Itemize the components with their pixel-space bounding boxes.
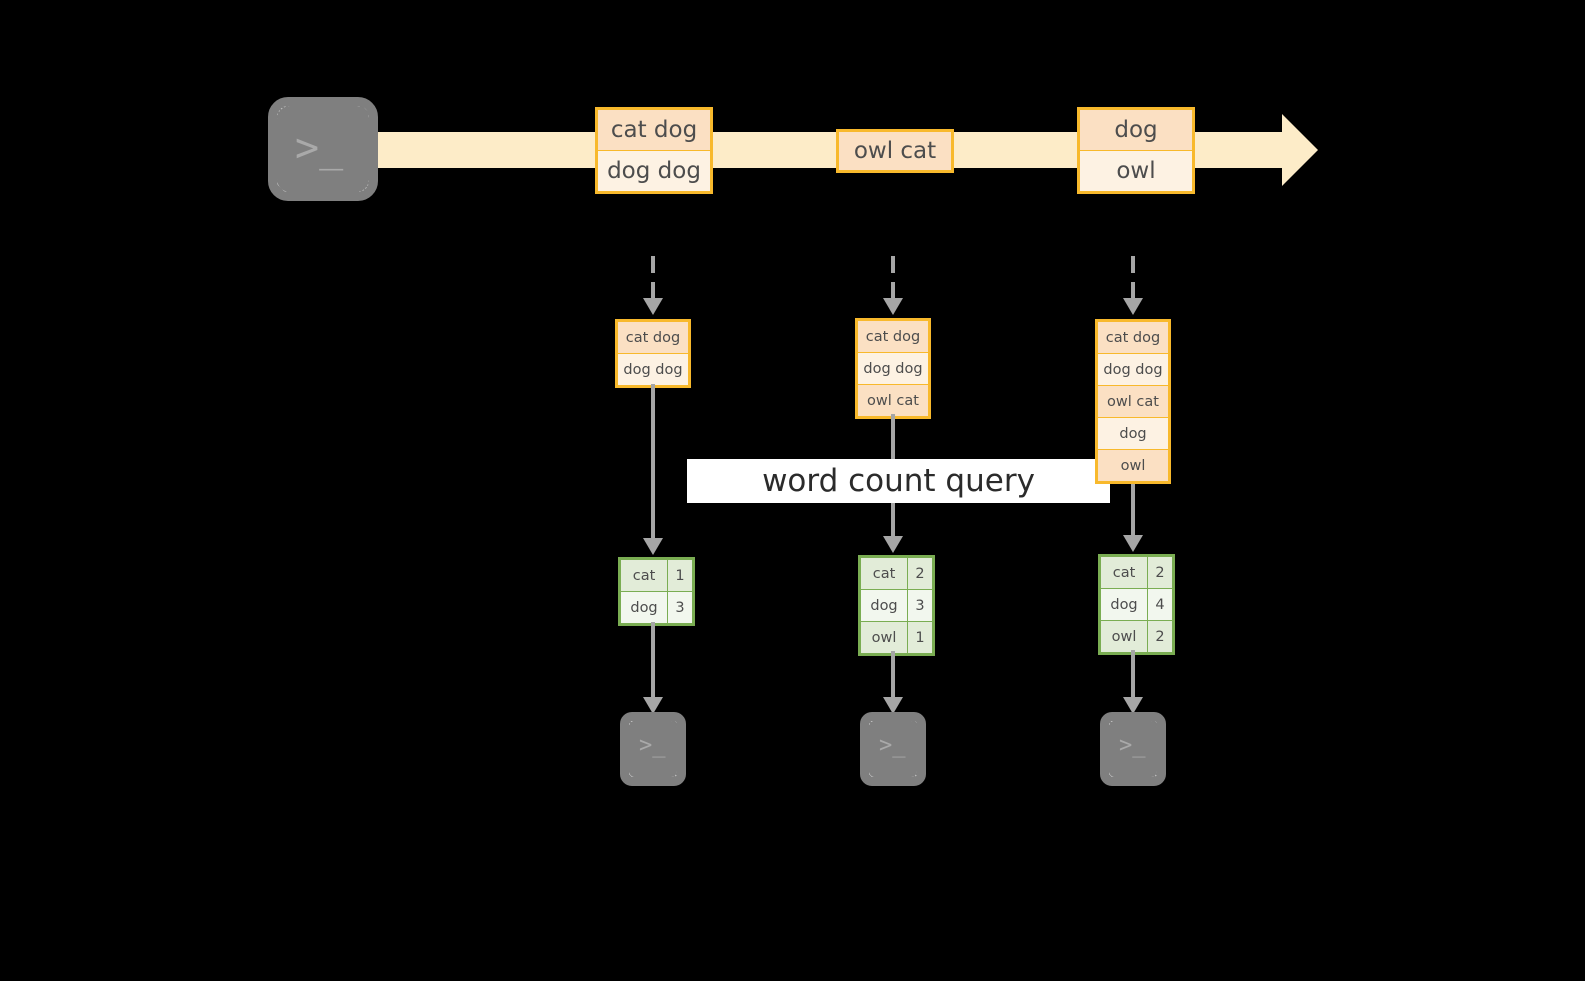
table-row: owl 2	[1101, 620, 1172, 652]
result-count: 1	[907, 622, 932, 653]
result-count: 3	[907, 590, 932, 621]
snapshot-3-sink-arrow-head	[1123, 697, 1143, 714]
query-label-band: word count query	[687, 459, 1110, 503]
snapshot-1-sink-arrow-line	[651, 622, 655, 699]
snapshot-3-result-table[interactable]: cat 2 dog 4 owl 2	[1098, 554, 1175, 655]
result-word: owl	[1101, 621, 1147, 652]
terminal-prompt-glyph: >_	[639, 733, 666, 758]
table-row: dog 4	[1101, 588, 1172, 620]
table-row: owl 1	[861, 621, 932, 653]
terminal-prompt-glyph: >_	[1119, 733, 1146, 758]
snapshot-1-input-table[interactable]: cat dog dog dog	[615, 319, 691, 388]
record-line: dog dog	[598, 150, 710, 191]
snapshot-1-query-arrow-line	[651, 384, 655, 540]
snapshot-2-query-arrow-head	[883, 536, 903, 553]
result-count: 4	[1147, 589, 1172, 620]
table-row: dog 3	[861, 589, 932, 621]
result-word: cat	[621, 560, 667, 591]
snapshot-2-sink-arrow-head	[883, 697, 903, 714]
terminal-prompt-glyph: >_	[295, 125, 344, 171]
snapshot-3-sink-terminal-icon[interactable]: >_	[1100, 712, 1166, 786]
terminal-screen	[629, 721, 677, 777]
snapshot-3-dashed-arrow-head	[1123, 298, 1143, 315]
table-row: dog 3	[621, 591, 692, 623]
result-count: 3	[667, 592, 692, 623]
snapshot-2-result-table[interactable]: cat 2 dog 3 owl 1	[858, 555, 935, 656]
record-line: cat dog	[598, 110, 710, 150]
snapshot-3-query-arrow-head	[1123, 535, 1143, 552]
result-count: 2	[907, 558, 932, 589]
terminal-screen	[869, 721, 917, 777]
result-word: dog	[1101, 589, 1147, 620]
result-count: 2	[1147, 621, 1172, 652]
result-word: cat	[1101, 557, 1147, 588]
stream-record-3[interactable]: dog owl	[1077, 107, 1195, 194]
input-line: dog dog	[618, 353, 688, 385]
terminal-screen	[1109, 721, 1157, 777]
snapshot-1-dashed-arrow-head	[643, 298, 663, 315]
result-word: dog	[861, 590, 907, 621]
snapshot-2-sink-terminal-icon[interactable]: >_	[860, 712, 926, 786]
input-line: owl	[1098, 449, 1168, 481]
snapshot-3-input-table-overlay[interactable]: cat dog dog dog owl cat dog owl	[1095, 319, 1171, 484]
table-row: cat 2	[861, 558, 932, 589]
record-line: owl	[1080, 150, 1192, 191]
source-terminal-icon[interactable]: >_	[268, 97, 378, 201]
terminal-prompt-glyph: >_	[879, 733, 906, 758]
stream-arrowhead	[1282, 114, 1318, 186]
stream-record-2[interactable]: owl cat	[836, 129, 954, 173]
stream-record-1[interactable]: cat dog dog dog	[595, 107, 713, 194]
record-line: dog	[1080, 110, 1192, 150]
input-line: cat dog	[1098, 322, 1168, 353]
snapshot-2-dashed-arrow-line	[891, 256, 895, 300]
input-line: cat dog	[618, 322, 688, 353]
snapshot-1-sink-terminal-icon[interactable]: >_	[620, 712, 686, 786]
input-line: owl cat	[1098, 385, 1168, 417]
result-word: cat	[861, 558, 907, 589]
snapshot-1-dashed-arrow-line	[651, 256, 655, 300]
snapshot-1-result-table[interactable]: cat 1 dog 3	[618, 557, 695, 626]
record-line: owl cat	[839, 132, 951, 170]
snapshot-3-query-arrow-line	[1131, 477, 1135, 537]
input-line: dog dog	[1098, 353, 1168, 385]
snapshot-3-sink-arrow-line	[1131, 650, 1135, 699]
input-line: owl cat	[858, 384, 928, 416]
terminal-screen	[277, 106, 369, 192]
input-line: dog	[1098, 417, 1168, 449]
table-row: cat 2	[1101, 557, 1172, 588]
result-word: dog	[621, 592, 667, 623]
snapshot-1-sink-arrow-head	[643, 697, 663, 714]
result-count: 1	[667, 560, 692, 591]
snapshot-2-dashed-arrow-head	[883, 298, 903, 315]
snapshot-3-dashed-arrow-line	[1131, 256, 1135, 300]
input-line: dog dog	[858, 352, 928, 384]
table-row: cat 1	[621, 560, 692, 591]
snapshot-2-input-table[interactable]: cat dog dog dog owl cat	[855, 318, 931, 419]
snapshot-2-sink-arrow-line	[891, 651, 895, 699]
snapshot-1-query-arrow-head	[643, 538, 663, 555]
query-label-text: word count query	[762, 463, 1035, 499]
input-line: cat dog	[858, 321, 928, 352]
result-word: owl	[861, 622, 907, 653]
result-count: 2	[1147, 557, 1172, 588]
